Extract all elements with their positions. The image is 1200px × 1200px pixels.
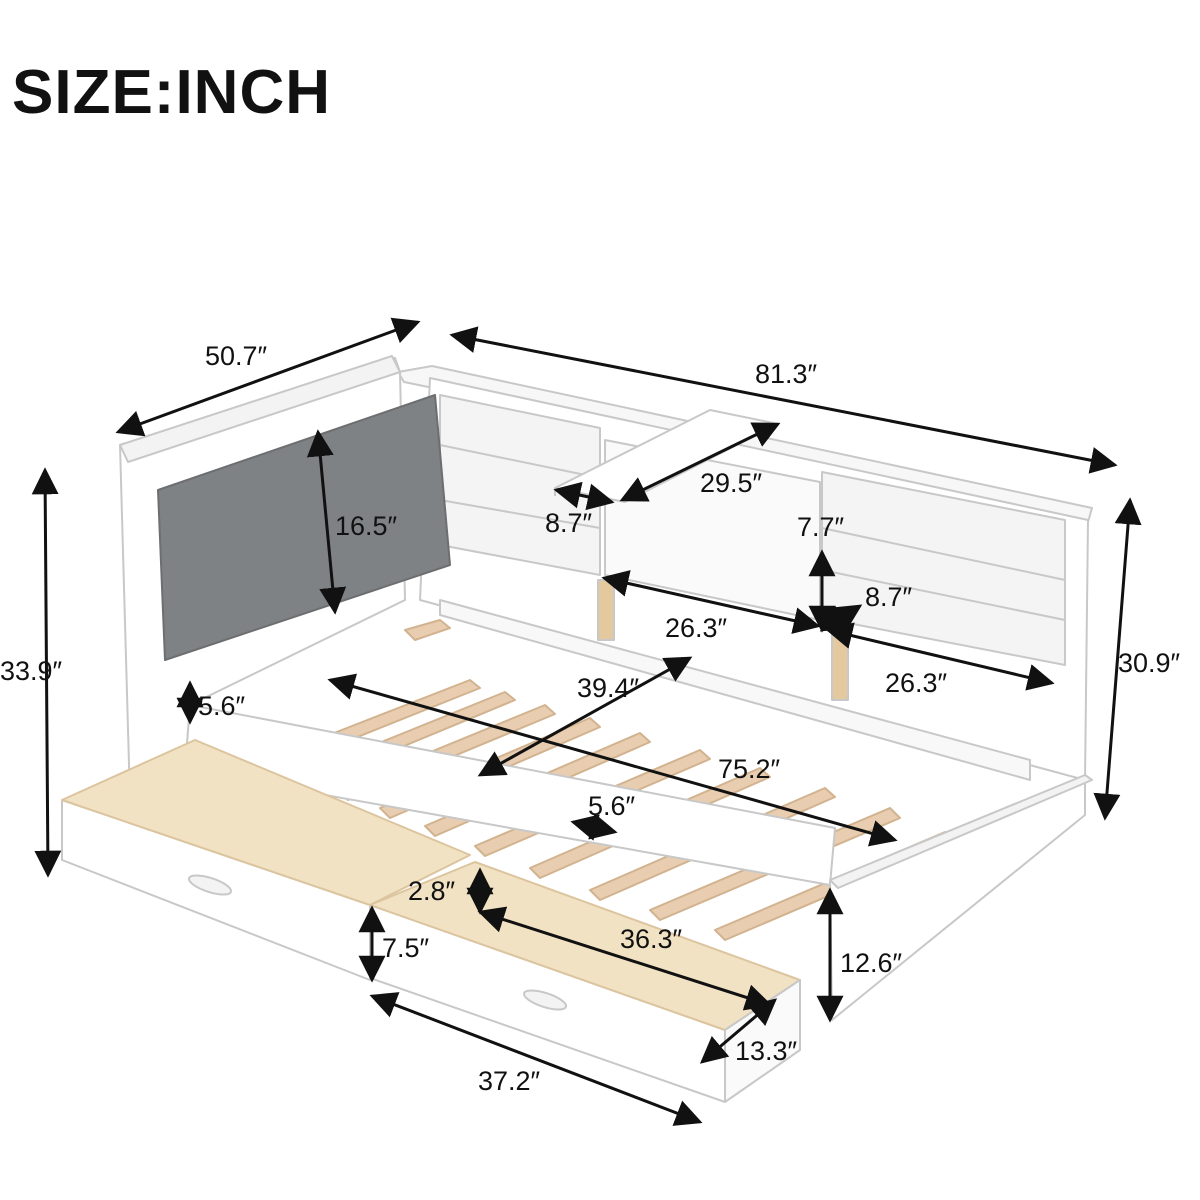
- table-width-arrow: [553, 481, 615, 511]
- label-shelf-lower: 8.7″: [865, 582, 913, 612]
- label-shelf-top: 7.7″: [797, 512, 845, 542]
- label-drawer-height: 7.5″: [382, 933, 430, 963]
- shelf-right-arrow: [825, 622, 1055, 691]
- drawer-inner-length-arrow: [477, 906, 773, 1011]
- label-slat-gap: 5.6″: [588, 791, 636, 821]
- label-mattress-length: 75.2″: [718, 754, 781, 784]
- label-depth: 50.7″: [205, 341, 268, 371]
- table-length-arrow: [619, 422, 781, 502]
- dimension-lines: [31, 317, 1142, 1126]
- page-title: SIZE:INCH: [12, 58, 331, 127]
- cushion-height-arrow: [306, 429, 347, 615]
- length-arrow: [449, 326, 1118, 474]
- table-leg-1: [597, 579, 615, 641]
- label-rail-gap: 5.6″: [198, 691, 246, 721]
- slat-gap-arrow: [570, 813, 618, 841]
- drawer-1-inside: [61, 739, 471, 906]
- footboard: [829, 779, 1086, 1021]
- label-drawer-inner-length: 36.3″: [620, 924, 683, 954]
- label-table-length: 29.5″: [700, 468, 763, 498]
- label-drawer-length: 37.2″: [478, 1066, 541, 1096]
- dimension-labels: 50.7″ 81.3″ 33.9″ 30.9″ 16.5″ 29.5″ 8.7″…: [0, 341, 1181, 1096]
- label-cushion-height: 16.5″: [335, 511, 398, 541]
- label-shelf-right: 26.3″: [885, 668, 948, 698]
- mattress-length-arrow: [327, 673, 898, 847]
- label-drawer-depth: 2.8″: [408, 876, 456, 906]
- label-height-left: 33.9″: [0, 656, 63, 686]
- label-footboard-height: 12.6″: [840, 948, 903, 978]
- depth-arrow: [115, 317, 421, 437]
- label-height-right: 30.9″: [1118, 648, 1181, 678]
- height-right-arrow: [1093, 497, 1142, 821]
- footboard-top: [829, 774, 1093, 889]
- table-leg-2: [831, 629, 849, 701]
- label-shelf-mid: 26.3″: [665, 613, 728, 643]
- drawer-width-arrow: [699, 998, 778, 1064]
- label-drawer-width: 13.3″: [735, 1036, 798, 1066]
- label-table-width: 8.7″: [545, 508, 593, 538]
- label-mattress-width: 39.4″: [577, 673, 640, 703]
- bed-illustration: [61, 355, 1093, 1103]
- height-left-arrow: [31, 467, 62, 878]
- drawer-length-arrow: [369, 992, 703, 1126]
- shelf-mid-arrow: [601, 570, 821, 634]
- label-length: 81.3″: [755, 359, 818, 389]
